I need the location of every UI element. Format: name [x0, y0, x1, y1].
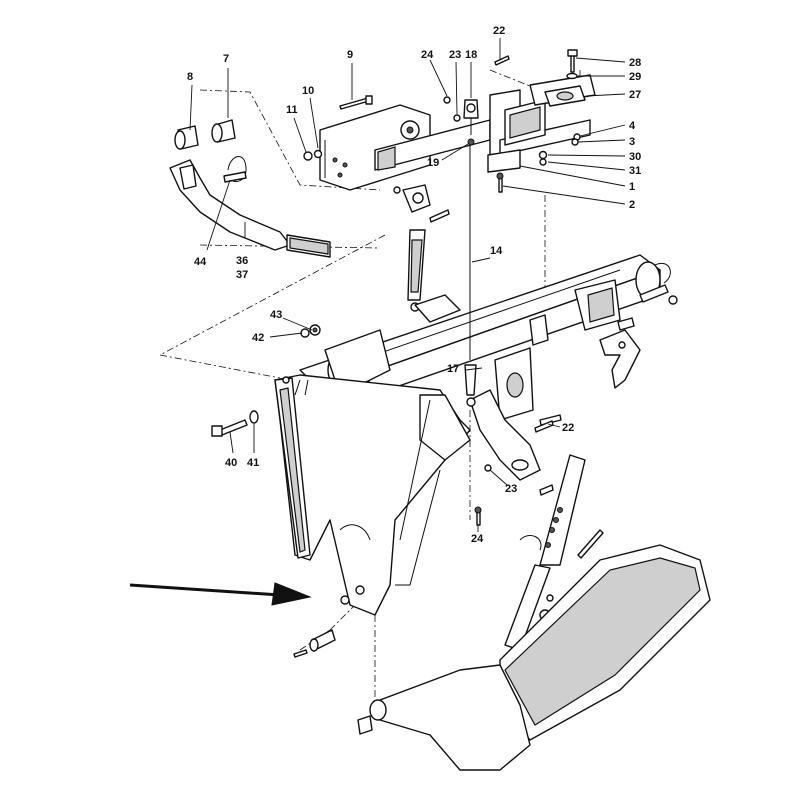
nut-11	[303, 149, 323, 161]
hitch-arm-upper	[539, 454, 586, 566]
bushing-7-8	[174, 119, 236, 150]
callout-27: 27	[629, 89, 641, 101]
callout-42: 42	[252, 332, 264, 344]
callout-36: 36	[236, 255, 248, 267]
callout-19: 19	[427, 157, 439, 169]
callout-18: 18	[465, 49, 477, 61]
bolt-22-top	[494, 55, 510, 66]
callout-24-top: 24	[421, 49, 434, 61]
bolt-28	[567, 49, 578, 73]
callout-17: 17	[447, 363, 459, 375]
callout-8: 8	[187, 71, 193, 83]
callout-30: 30	[629, 151, 641, 163]
callout-22-lower: 22	[562, 422, 574, 434]
cable-14	[464, 145, 477, 407]
callout-31: 31	[629, 165, 641, 177]
spring-clip-44	[223, 156, 247, 183]
pin-24-top	[443, 96, 451, 104]
callout-14: 14	[490, 245, 503, 257]
direction-arrow	[129, 582, 312, 606]
callout-29: 29	[629, 71, 641, 83]
callout-28: 28	[629, 57, 641, 69]
mounting-bracket	[319, 104, 491, 191]
bolt-9	[339, 95, 373, 110]
callout-1: 1	[629, 181, 635, 193]
adjusting-link	[393, 184, 450, 312]
pin-and-clip-right	[639, 262, 678, 305]
front-attachment	[357, 544, 711, 771]
callout-23-lower: 23	[505, 483, 517, 495]
callout-41: 41	[247, 457, 259, 469]
cross-shaft	[299, 254, 661, 421]
pivot-pin	[293, 629, 336, 658]
side-bracket	[469, 389, 562, 481]
bolt-42-43	[300, 324, 321, 338]
callout-24-lower: 24	[471, 533, 484, 545]
rod-end-18	[463, 99, 479, 146]
leader-lines	[189, 38, 626, 532]
washer-29	[566, 72, 578, 80]
callout-37: 37	[236, 269, 248, 281]
callout-9: 9	[347, 49, 353, 61]
pin-23-top	[453, 114, 461, 122]
hitch-arm-lower	[504, 484, 604, 651]
lift-arm	[274, 374, 471, 616]
callout-3: 3	[629, 136, 635, 148]
callout-10: 10	[302, 85, 314, 97]
bolt-2	[496, 172, 504, 193]
control-lever	[169, 159, 331, 258]
callout-43: 43	[270, 309, 282, 321]
callout-11: 11	[286, 104, 298, 116]
hook-latch	[599, 317, 641, 389]
bolt-40-washer-41	[211, 410, 259, 437]
plate-27	[544, 85, 586, 107]
callout-44: 44	[194, 256, 207, 268]
callout-7: 7	[223, 53, 229, 65]
callout-4: 4	[629, 120, 636, 132]
callout-40: 40	[225, 457, 237, 469]
callout-22-top: 22	[493, 25, 505, 37]
small-hardware-3-4-30-31	[538, 133, 581, 166]
callout-labels: 1 2 3 4 7 8 9 10 11 14 17 18 19 22 22 23…	[187, 25, 641, 545]
callout-2: 2	[629, 199, 635, 211]
callout-23-top: 23	[449, 49, 461, 61]
